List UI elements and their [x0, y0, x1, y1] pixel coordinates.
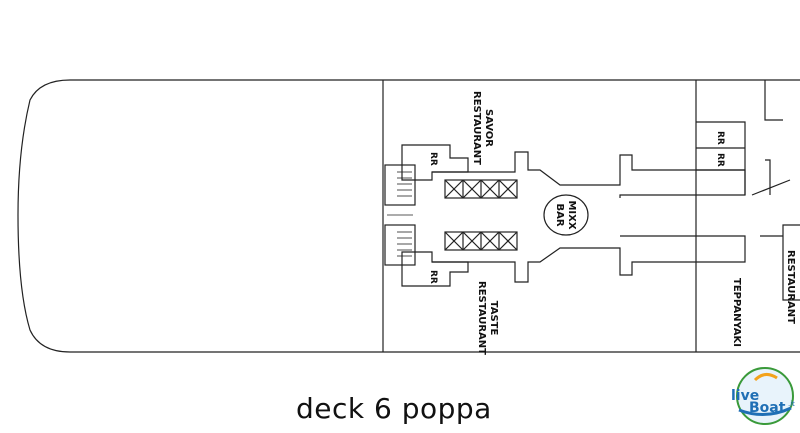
rr-rooms-right	[696, 121, 746, 195]
rr-label-top: RR	[428, 152, 438, 166]
rr-block-bottom	[401, 251, 469, 287]
mixx-bar-label: MIXX BAR	[554, 200, 577, 229]
restaurant-right-label: RESTAURANT	[785, 250, 796, 324]
rr-label-right-1: RR	[715, 131, 725, 145]
mixx-bar-oval	[543, 194, 589, 236]
taste-restaurant-label: TASTE RESTAURANT	[476, 281, 499, 355]
hull-outline	[17, 79, 800, 353]
svg-text:TASTE: TASTE	[488, 301, 499, 336]
svg-text:Boat: Boat	[749, 400, 786, 416]
savor-restaurant-label: SAVOR RESTAURANT	[471, 91, 494, 165]
svg-text:.it: .it	[788, 400, 795, 408]
svg-text:RESTAURANT: RESTAURANT	[471, 91, 482, 165]
svg-text:BAR: BAR	[554, 203, 565, 226]
svg-text:SAVOR: SAVOR	[483, 109, 494, 147]
svg-text:live: live	[731, 388, 759, 404]
svg-text:MIXX: MIXX	[566, 200, 577, 229]
svg-text:RESTAURANT: RESTAURANT	[476, 281, 487, 355]
stair-core-bottom	[384, 224, 416, 266]
service-rooms-right	[751, 80, 800, 301]
rr-label-right-2: RR	[715, 153, 725, 167]
teppanyaki-label: TEPPANYAKI	[731, 278, 742, 347]
stair-core-top	[384, 164, 416, 206]
buffet-counters	[444, 179, 518, 251]
deck-caption: deck 6 poppa	[296, 392, 492, 425]
liveboat-logo: live Boat .it	[731, 367, 795, 425]
rr-label-bottom: RR	[428, 270, 438, 284]
